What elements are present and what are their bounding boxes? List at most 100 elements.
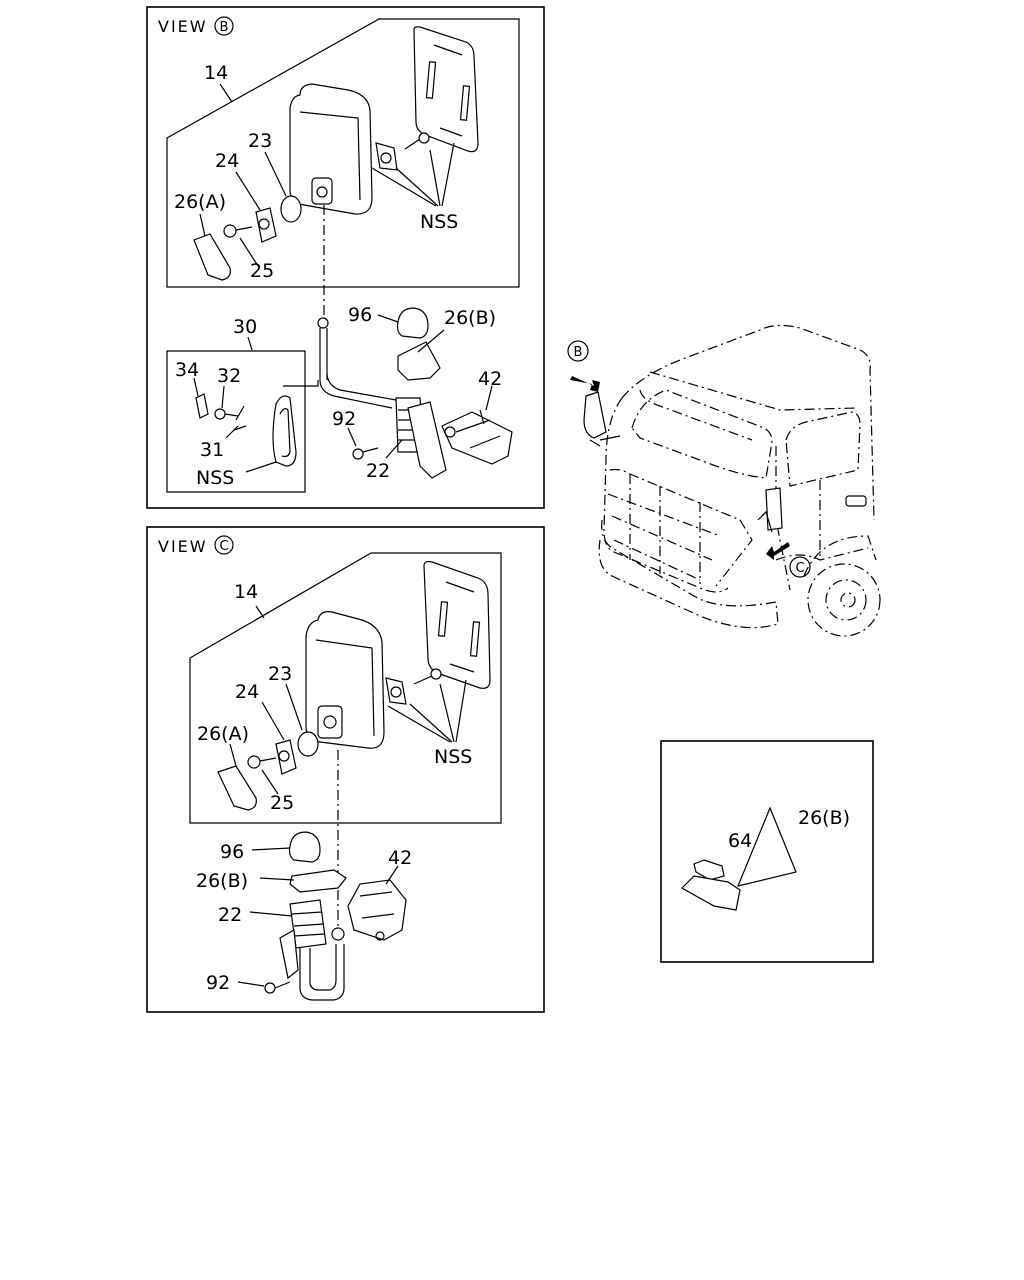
truck-arrow-b [570,376,600,392]
view-b-panel: VIEW B NSS [146,6,545,509]
detail-leader-triangle [736,806,797,887]
truck-wheel [807,563,881,637]
view-b-stay-ball [317,317,329,329]
truck-cab-front [603,397,729,593]
truck-mirror-c [765,487,783,531]
view-c-label-24: 24 [235,681,259,703]
view-b-nss-bracket [375,142,398,171]
view-b-label-30: 30 [233,316,257,338]
view-b-label-24: 24 [215,150,239,172]
view-c-mirror-mount-hole [317,705,343,739]
view-b-mirror-assembly-frame [166,18,520,288]
detail-part-64 [693,859,725,881]
view-c-nss-bracket [385,677,407,705]
view-b-label-14: 14 [204,62,228,84]
view-c-marker-circle [214,535,234,555]
view-b-mirror-glass [413,26,479,153]
view-b-part-26a [193,233,231,281]
view-b-mirror-housing [289,83,373,215]
view-b-label-42: 42 [478,368,502,390]
truck-marker-b: B [574,345,583,360]
detail-frame [660,740,874,963]
view-b-part-24 [255,207,277,243]
view-c-part-24 [275,739,297,775]
view-c-part-42 [347,879,407,941]
detail-label-64: 64 [728,830,752,852]
view-b-part-26b [397,341,441,381]
view-c-part-26b [289,869,347,893]
view-b-mirror-mount-hole [311,177,333,205]
view-b-part-92 [352,448,364,460]
view-b-nss-mirror [272,395,297,467]
view-c-mirror-assembly-frame [189,552,502,824]
truck-door-window [785,411,861,487]
truck-cab-roof [621,324,875,521]
view-c-nss-screw [430,668,442,680]
view-b-label-22: 22 [366,460,390,482]
view-b-part-31 [233,405,247,431]
view-c-label-96: 96 [220,841,244,863]
view-b-label-34: 34 [175,359,199,381]
view-b-part-25 [223,224,237,238]
view-b-label-96: 96 [348,304,372,326]
view-b-marker-circle [214,16,234,36]
view-b-label-32: 32 [217,365,241,387]
view-c-frame [146,526,545,1013]
view-b-part-32 [214,408,226,420]
truck-arrow-c [766,542,790,560]
truck-marker-b-circle [567,340,589,362]
view-b-label-nss: NSS [420,211,458,233]
detail-panel: 64 26(B) [660,740,874,963]
view-b-frame [146,6,545,509]
view-b-marker: B [220,20,229,35]
view-b-part-42 [441,411,513,465]
view-c-label-42: 42 [388,847,412,869]
detail-part-26b [681,875,741,911]
view-c-label-92: 92 [206,972,230,994]
view-b-label-23: 23 [248,130,272,152]
view-c-label-26b: 26(B) [196,870,248,892]
view-b-label-26b: 26(B) [444,307,496,329]
view-b-part-34 [195,393,209,419]
view-b-label-26a: 26(A) [174,191,226,213]
detail-label-26b: 26(B) [798,807,850,829]
truck-grille [607,468,753,587]
view-b-part-96 [396,307,429,339]
view-c-label-26a: 26(A) [197,723,249,745]
view-c-label-22: 22 [218,904,242,926]
view-c-part-23 [297,731,319,757]
view-b-nss-screw [418,132,430,144]
view-c-part-25 [247,755,261,769]
view-c-marker: C [219,539,228,554]
view-c-label-25: 25 [270,792,294,814]
view-b-label-nss-left: NSS [196,467,234,489]
view-b-label-25: 25 [250,260,274,282]
truck-door-handle [845,495,867,507]
view-b-stay-arm [319,373,397,409]
view-c-part-26a [217,765,257,811]
truck-marker-c: C [795,561,804,576]
truck-bumper [598,519,779,629]
view-c-label-nss: NSS [434,746,472,768]
view-b-part-30-frame [166,350,306,493]
view-c-part-92 [264,982,276,994]
truck-wheel-arch [803,535,877,577]
truck-mirror-b [583,391,607,439]
view-b-part-23 [280,195,302,223]
view-b-mirror-housing-edge [299,111,361,201]
view-c-label-23: 23 [268,663,292,685]
view-c-panel: VIEW C NSS 14 23 24 [146,526,545,1013]
view-b-bracket [407,401,447,479]
view-c-stay-arm [299,944,345,1001]
view-c-label-14: 14 [234,581,258,603]
truck-overview: B C [567,324,881,637]
view-c-part-96 [288,831,321,863]
truck-marker-c-circle [789,556,811,578]
view-b-label-92: 92 [332,408,356,430]
view-c-title: VIEW [158,537,208,556]
view-c-stay-ball [331,927,345,941]
view-b-title: VIEW [158,17,208,36]
truck-windshield [631,389,773,479]
view-c-bracket [279,929,299,980]
